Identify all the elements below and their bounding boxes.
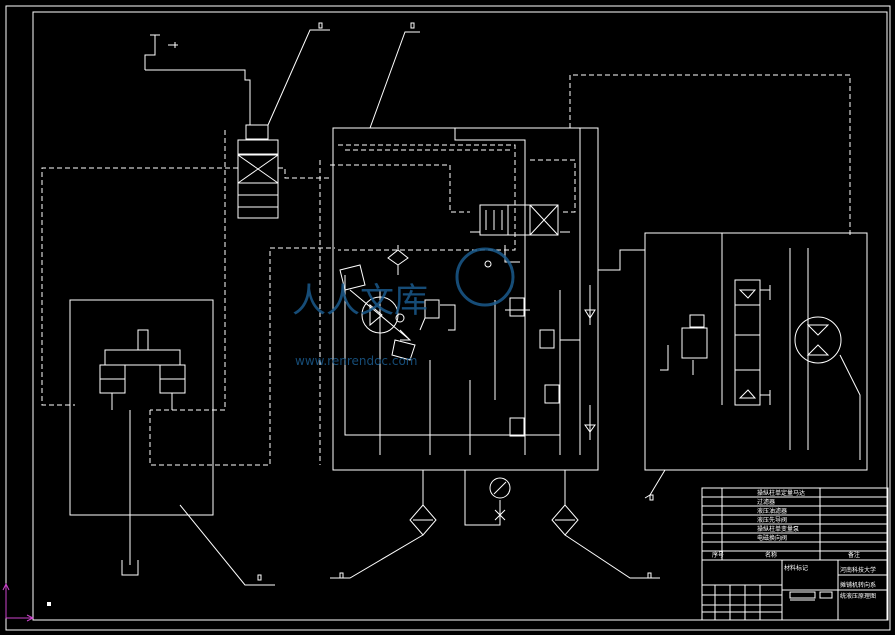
title-block: 操纵柱单定量马达 过滤器 液压油滤器 液压先导阀 操纵柱单变量泵 电磁换向阀 序… <box>701 487 889 621</box>
filter-left <box>330 470 437 579</box>
pilot-line <box>530 159 576 213</box>
callout-marker <box>339 572 344 579</box>
watermark-url: www.renrendoc.com <box>295 354 417 368</box>
header-remark: 备注 <box>848 551 860 559</box>
part-name-1: 操纵柱单定量马达 <box>757 489 805 497</box>
variable-pump <box>339 245 416 361</box>
header-name: 名称 <box>765 551 777 559</box>
part-name-3: 液压油滤器 <box>757 507 787 515</box>
callout-marker <box>318 22 323 29</box>
filter-right <box>551 470 660 579</box>
part-name-5: 操纵柱单变量泵 <box>757 525 799 533</box>
pilot-line <box>149 247 335 466</box>
pilot-line <box>41 167 238 406</box>
solenoid-directional-valve <box>470 204 570 268</box>
callout-marker <box>649 494 654 501</box>
pilot-line <box>278 167 330 179</box>
right-motor-group <box>644 232 868 501</box>
pilot-line <box>330 164 470 213</box>
relief-valve <box>419 297 580 437</box>
callout-marker <box>410 22 415 29</box>
pilot-line <box>150 130 226 411</box>
pressure-gauge <box>464 470 511 526</box>
callout-marker <box>257 574 262 581</box>
part-name-6: 电磁换向阀 <box>757 534 787 542</box>
ucs-icon <box>2 582 51 622</box>
watermark-text: 人人文库 <box>292 281 428 321</box>
central-manifold <box>332 22 645 471</box>
watermark-logo: 人人文库 www.renrendoc.com <box>292 247 515 368</box>
check-valves <box>584 285 596 440</box>
drawing-title-line1: 摊铺机转向系 <box>840 581 876 589</box>
outer-border <box>5 5 891 631</box>
part-name-4: 液压先导阀 <box>757 516 787 524</box>
callout-marker <box>647 572 652 579</box>
material-mark: 材料标记 <box>784 564 808 572</box>
pilot-line <box>569 74 851 235</box>
inner-border <box>32 11 888 621</box>
left-cylinder-block <box>69 299 275 586</box>
left-control-valve <box>144 22 330 219</box>
school-name: 河南科技大学 <box>840 566 876 574</box>
part-name-2: 过滤器 <box>757 498 775 506</box>
header-index: 序号 <box>712 551 724 559</box>
drawing-title-line2: 统液压原理图 <box>840 592 876 600</box>
